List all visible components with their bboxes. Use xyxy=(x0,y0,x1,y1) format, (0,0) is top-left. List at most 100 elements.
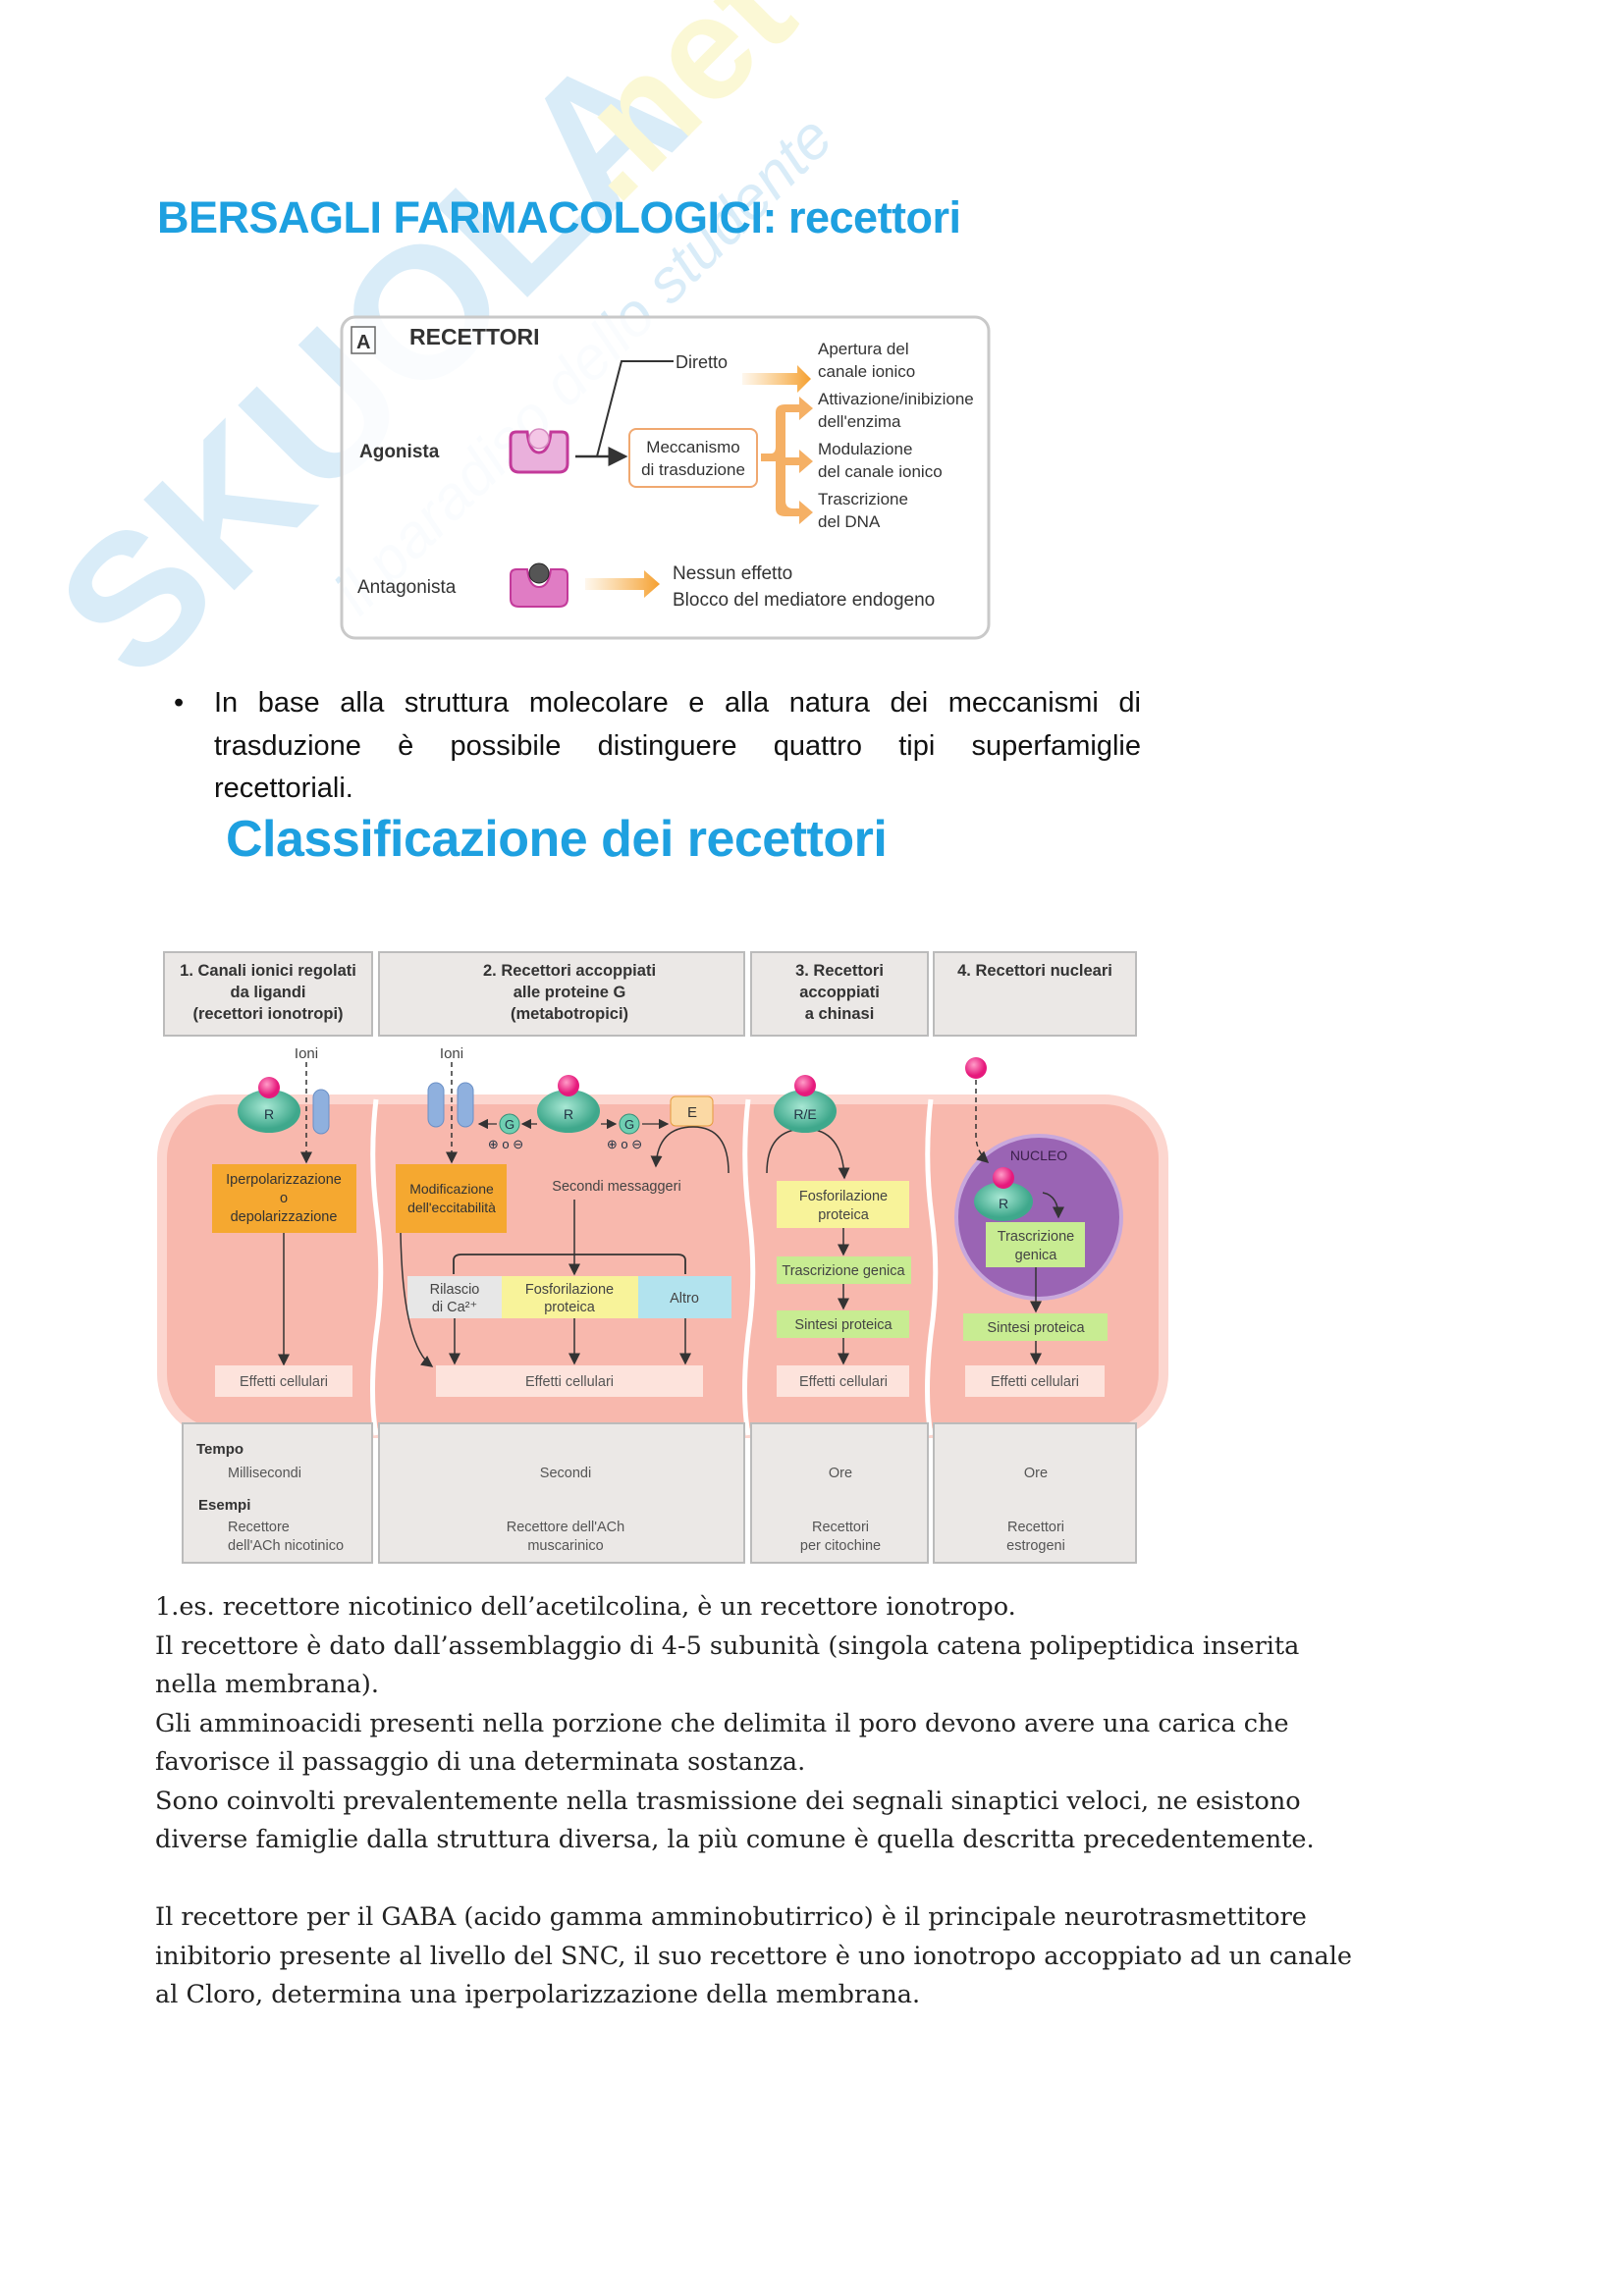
svg-text:Millisecondi: Millisecondi xyxy=(228,1466,301,1481)
svg-text:Nessun effetto: Nessun effetto xyxy=(673,563,792,584)
svg-text:depolarizzazione: depolarizzazione xyxy=(231,1209,338,1225)
orange-arrow-icon xyxy=(585,570,660,598)
svg-text:Recettori: Recettori xyxy=(1007,1520,1064,1535)
svg-text:(metabotropici): (metabotropici) xyxy=(511,1005,628,1023)
svg-text:accoppiati: accoppiati xyxy=(799,984,880,1001)
svg-text:o: o xyxy=(280,1191,288,1206)
panel-letter: A xyxy=(356,332,370,353)
svg-text:Recettore dell'ACh: Recettore dell'ACh xyxy=(507,1520,624,1535)
svg-text:Effetti cellulari: Effetti cellulari xyxy=(240,1374,328,1390)
svg-text:Effetti cellulari: Effetti cellulari xyxy=(991,1374,1079,1390)
orange-branch-arrows xyxy=(761,397,813,524)
text-line: Sono coinvolti prevalentemente nella tra… xyxy=(155,1786,1301,1816)
ligand-icon xyxy=(258,1077,280,1098)
svg-text:muscarinico: muscarinico xyxy=(527,1538,603,1554)
svg-text:Trascrizione genica: Trascrizione genica xyxy=(782,1263,905,1279)
bullet-line: recettoriali. xyxy=(214,773,353,804)
text-line: Il recettore è dato dall’assemblaggio di… xyxy=(155,1630,1300,1661)
antagonist-receptor-icon xyxy=(510,562,568,608)
svg-text:Fosforilazione: Fosforilazione xyxy=(799,1189,888,1204)
ion-channel-icon xyxy=(312,1089,330,1135)
svg-text:del canale ionico: del canale ionico xyxy=(818,462,943,481)
figure-receptors-agonist-antagonist: A RECETTORI Agonista Antagonista Diretto… xyxy=(340,315,991,640)
svg-text:⊕ o ⊖: ⊕ o ⊖ xyxy=(488,1137,523,1151)
svg-text:⊕ o ⊖: ⊕ o ⊖ xyxy=(607,1137,642,1151)
body-text: 1.es. recettore nicotinico dell’acetilco… xyxy=(155,1588,1352,2015)
svg-text:Meccanismo: Meccanismo xyxy=(646,438,739,456)
text-line: diverse famiglie dalla struttura diversa… xyxy=(155,1825,1315,1854)
column-dividers xyxy=(370,1098,939,1436)
svg-text:alle proteine G: alle proteine G xyxy=(514,984,626,1001)
svg-text:Trascrizione: Trascrizione xyxy=(818,490,908,508)
svg-text:estrogeni: estrogeni xyxy=(1006,1538,1065,1554)
svg-text:Apertura del: Apertura del xyxy=(818,340,909,358)
text-line: Gli amminoacidi presenti nella porzione … xyxy=(155,1708,1289,1738)
svg-text:Effetti cellulari: Effetti cellulari xyxy=(525,1374,614,1390)
svg-text:Ore: Ore xyxy=(829,1466,852,1481)
effector-icon xyxy=(670,1095,714,1127)
classification-diagram: 1. Canali ionici regolati da ligandi (re… xyxy=(157,951,1168,1564)
svg-text:G: G xyxy=(505,1117,514,1132)
ion-channel-icon xyxy=(457,1082,474,1128)
svg-text:Iperpolarizzazione: Iperpolarizzazione xyxy=(226,1172,342,1188)
agonista-label: Agonista xyxy=(359,442,440,462)
svg-text:Esempi: Esempi xyxy=(198,1497,250,1514)
svg-text:R: R xyxy=(564,1106,573,1122)
svg-text:Ore: Ore xyxy=(1024,1466,1048,1481)
diretto-label: Diretto xyxy=(676,352,728,372)
figure-heading: RECETTORI xyxy=(409,324,539,349)
svg-text:dell'eccitabilità: dell'eccitabilità xyxy=(407,1200,496,1215)
svg-text:Ioni: Ioni xyxy=(295,1045,318,1062)
receptor-icon xyxy=(537,1090,600,1133)
svg-text:per citochine: per citochine xyxy=(800,1538,881,1554)
svg-text:Tempo: Tempo xyxy=(196,1441,243,1458)
receptor-icon xyxy=(238,1090,300,1133)
svg-text:a chinasi: a chinasi xyxy=(805,1005,875,1023)
time-examples-table xyxy=(182,1422,1137,1564)
bullet-line: trasduzione è possibile distinguere quat… xyxy=(214,730,1141,762)
svg-text:Effetti cellulari: Effetti cellulari xyxy=(799,1374,888,1390)
receptor-icon xyxy=(974,1182,1033,1221)
svg-text:R: R xyxy=(999,1196,1008,1211)
svg-text:Modulazione: Modulazione xyxy=(818,440,912,458)
svg-text:Recettori: Recettori xyxy=(812,1520,869,1535)
ion-channel-icon xyxy=(427,1082,445,1128)
text-line: favorisce il passaggio di una determinat… xyxy=(155,1747,806,1777)
svg-text:Altro: Altro xyxy=(670,1291,699,1307)
svg-text:R/E: R/E xyxy=(793,1106,816,1122)
svg-text:NUCLEO: NUCLEO xyxy=(1010,1148,1067,1163)
svg-text:4. Recettori nucleari: 4. Recettori nucleari xyxy=(957,962,1112,980)
header-row xyxy=(163,951,1137,1037)
ligand-icon xyxy=(794,1075,816,1096)
text-line: nella membrana). xyxy=(155,1670,379,1699)
agonist-receptor-icon xyxy=(509,428,569,474)
svg-text:Attivazione/inibizione: Attivazione/inibizione xyxy=(818,390,974,408)
g-protein-icon xyxy=(619,1113,640,1135)
meccanismo-box xyxy=(628,428,758,488)
svg-text:G: G xyxy=(624,1117,634,1132)
svg-text:E: E xyxy=(687,1104,697,1121)
svg-text:Blocco del mediatore endogeno: Blocco del mediatore endogeno xyxy=(673,590,935,611)
text-line: al Cloro, determina una iperpolarizzazio… xyxy=(155,1980,921,2009)
svg-text:proteica: proteica xyxy=(818,1207,870,1223)
ligand-icon xyxy=(965,1057,987,1079)
ligand-icon xyxy=(993,1167,1014,1189)
bullet-icon: • xyxy=(174,687,185,719)
svg-text:dell'ACh nicotinico: dell'ACh nicotinico xyxy=(228,1538,344,1554)
svg-text:Ioni: Ioni xyxy=(440,1045,463,1062)
page-title: BERSAGLI FARMACOLOGICI: recettori xyxy=(157,192,961,242)
svg-text:2. Recettori accoppiati: 2. Recettori accoppiati xyxy=(483,962,656,980)
svg-text:Trascrizione: Trascrizione xyxy=(998,1229,1074,1245)
svg-text:R: R xyxy=(264,1106,274,1122)
svg-text:1. Canali ionici regolati: 1. Canali ionici regolati xyxy=(180,962,356,980)
svg-text:Secondi messaggeri: Secondi messaggeri xyxy=(552,1179,680,1195)
svg-text:proteica: proteica xyxy=(544,1300,596,1315)
section-title: Classificazione dei recettori xyxy=(226,811,888,868)
antagonista-label: Antagonista xyxy=(357,577,457,598)
svg-text:3. Recettori: 3. Recettori xyxy=(795,962,884,980)
svg-text:dell'enzima: dell'enzima xyxy=(818,412,901,431)
bullet-line: In base alla struttura molecolare e alla… xyxy=(214,687,1141,719)
svg-text:Sintesi proteica: Sintesi proteica xyxy=(794,1317,893,1333)
svg-text:Fosforilazione: Fosforilazione xyxy=(525,1282,614,1298)
